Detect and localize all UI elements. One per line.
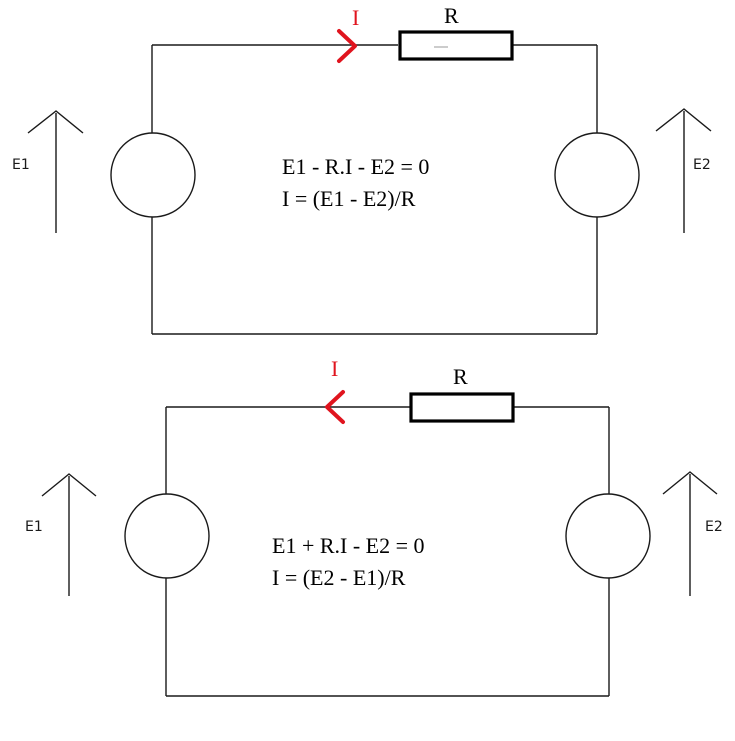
circuit-2: R I E1 E2 E1 + R.I - E2 = 0 I = (E2 - E1… — [25, 356, 723, 697]
voltage-source-left — [124, 493, 210, 579]
current-arrow-left — [325, 390, 345, 424]
current-label: I — [331, 356, 338, 381]
source-label-e1: E1 — [12, 157, 30, 173]
voltage-arrow-right-head-icon — [655, 108, 712, 132]
voltage-source-right — [565, 493, 651, 579]
voltage-arrow-left-head-icon — [41, 473, 97, 497]
equation-line-1: E1 + R.I - E2 = 0 — [272, 533, 425, 558]
equation-line-1: E1 - R.I - E2 = 0 — [282, 154, 429, 179]
resistor-label: R — [444, 3, 459, 28]
source-label-e1: E1 — [25, 519, 43, 535]
equation-line-2: I = (E1 - E2)/R — [282, 186, 416, 211]
source-label-e2: E2 — [693, 157, 711, 173]
voltage-source-right — [554, 132, 640, 218]
current-label: I — [352, 5, 359, 30]
voltage-arrow-left-head-icon — [27, 110, 84, 134]
resistor — [409, 392, 515, 423]
current-arrow-right — [337, 29, 357, 63]
voltage-source-left — [110, 132, 196, 218]
equation-line-2: I = (E2 - E1)/R — [272, 565, 406, 590]
circuit-1: R I E1 E2 E1 - R.I - E2 = 0 I = (E1 - E2… — [12, 3, 712, 335]
resistor-label: R — [453, 364, 468, 389]
source-label-e2: E2 — [705, 519, 723, 535]
resistor — [398, 30, 514, 61]
voltage-arrow-right-head-icon — [662, 471, 718, 495]
